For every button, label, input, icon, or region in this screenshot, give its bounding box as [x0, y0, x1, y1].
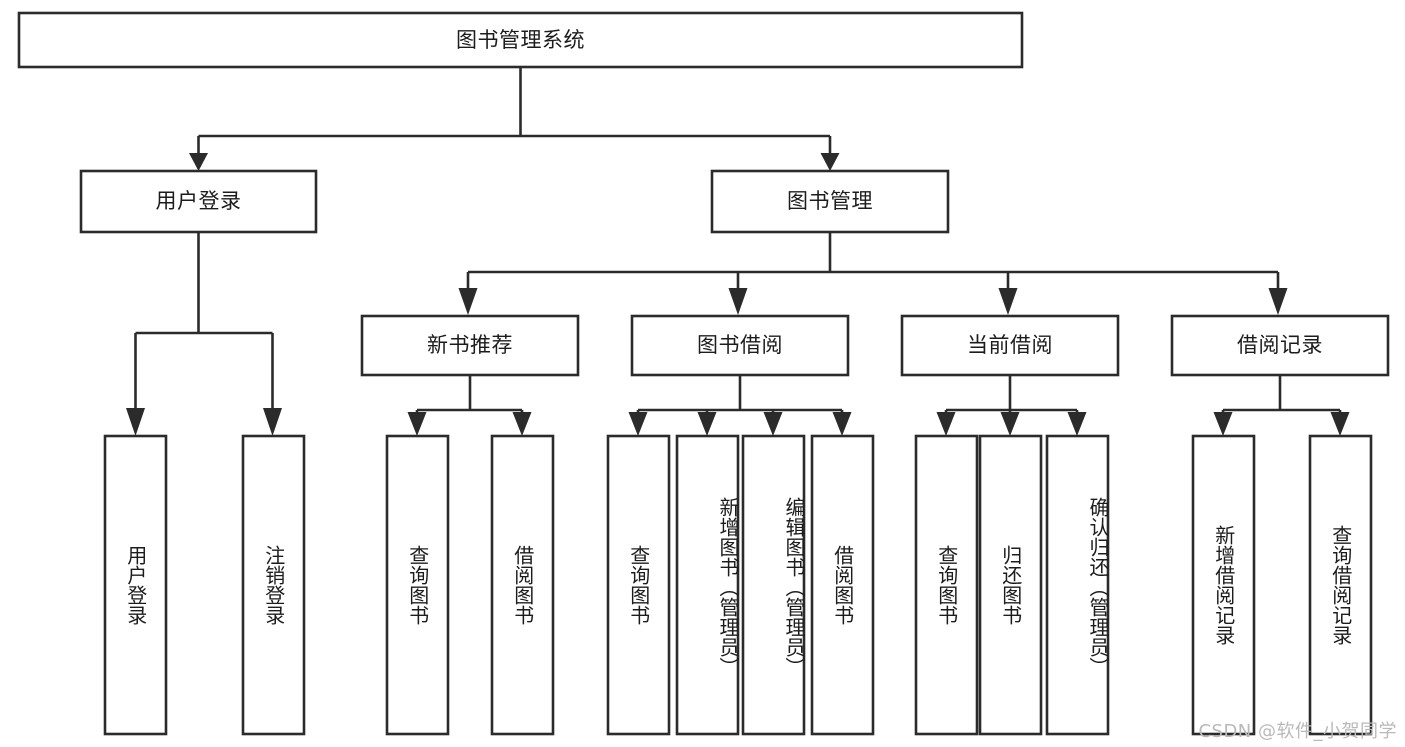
arrow-to-leaf-query-record	[1330, 412, 1350, 436]
arrow-to-leaf-add-record	[1213, 412, 1233, 436]
node-new-book-recommend[interactable]	[360, 314, 580, 377]
arrow-to-current-borrow	[998, 288, 1018, 315]
node-book-management-label: 图书管理	[787, 189, 873, 213]
node-book-management[interactable]	[710, 169, 950, 234]
arrow-to-leaf-add-book	[697, 412, 717, 436]
arrow-to-new-book-recommend	[458, 288, 478, 315]
node-book-borrow[interactable]	[630, 314, 850, 377]
node-borrow-record-label: 借阅记录	[1237, 333, 1323, 357]
node-leaf-query-book-1[interactable]	[385, 434, 450, 736]
arrow-to-borrow-record	[1268, 288, 1288, 315]
node-current-borrow[interactable]	[900, 314, 1120, 377]
node-leaf-add-record[interactable]	[1191, 434, 1256, 736]
node-root[interactable]	[17, 11, 1024, 69]
node-user-login-label: 用户登录	[156, 189, 242, 213]
arrow-to-leaf-return-book	[1000, 412, 1020, 436]
node-current-borrow-label: 当前借阅	[967, 333, 1053, 357]
node-leaf-add-book[interactable]	[675, 434, 740, 736]
node-leaf-logout-login[interactable]	[241, 434, 306, 736]
node-leaf-edit-book[interactable]	[741, 434, 806, 736]
node-borrow-record[interactable]	[1170, 314, 1390, 377]
arrow-root-to-user-login	[189, 153, 208, 171]
node-leaf-return-book[interactable]	[978, 434, 1043, 736]
arrow-to-leaf-borrow-book-2	[832, 412, 852, 436]
node-leaf-query-book-3[interactable]	[914, 434, 979, 736]
csdn-watermark: CSDN @软件_小贺同学	[1198, 721, 1397, 742]
node-leaf-borrow-book-1[interactable]	[490, 434, 555, 736]
arrow-to-leaf-edit-book	[763, 412, 783, 436]
arrow-to-leaf-user-login	[126, 408, 145, 436]
node-leaf-borrow-book-2[interactable]	[810, 434, 875, 736]
arrow-root-to-book-management	[820, 153, 840, 171]
arrow-to-book-borrow	[728, 288, 748, 315]
node-user-login[interactable]	[79, 169, 318, 234]
node-book-borrow-label: 图书借阅	[697, 333, 783, 357]
arrow-to-leaf-query-book-2	[628, 412, 648, 436]
arrow-to-leaf-query-book-1	[407, 412, 427, 436]
arrow-to-leaf-borrow-book-1	[512, 412, 532, 436]
arrow-to-leaf-logout-login	[263, 408, 282, 436]
node-leaf-user-login[interactable]	[103, 434, 168, 736]
node-layer: 图书管理系统 用户登录 图书管理 新书推荐 图书借阅 当前借阅 借阅记录	[17, 11, 1390, 736]
node-leaf-query-book-2[interactable]	[606, 434, 671, 736]
node-leaf-confirm-return[interactable]	[1045, 434, 1110, 736]
connector-layer	[126, 67, 1350, 436]
node-new-book-recommend-label: 新书推荐	[427, 333, 513, 357]
node-leaf-query-record[interactable]	[1308, 434, 1373, 736]
node-root-label: 图书管理系统	[456, 28, 585, 52]
arrow-to-leaf-query-book-3	[936, 412, 956, 436]
arrow-to-leaf-confirm-return	[1067, 412, 1087, 436]
